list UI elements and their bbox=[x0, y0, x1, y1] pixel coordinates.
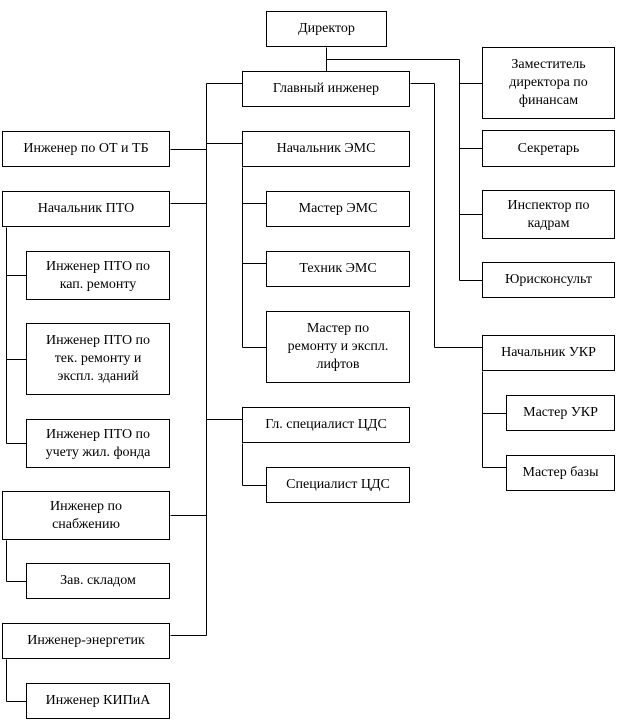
node-supply-engineer: Инженер по снабжению bbox=[2, 491, 170, 540]
node-master-ems: Мастер ЭМС bbox=[266, 191, 410, 227]
node-master-ukr: Мастер УКР bbox=[506, 395, 615, 431]
node-pto-capital: Инженер ПТО по кап. ремонту bbox=[26, 251, 170, 300]
node-power-engineer: Инженер-энергетик bbox=[2, 623, 170, 659]
node-director: Директор bbox=[266, 11, 387, 47]
node-pto-housing: Инженер ПТО по учету жил. фонда bbox=[26, 419, 170, 468]
node-chief-cds: Гл. специалист ЦДС bbox=[242, 407, 410, 443]
node-secretary: Секретарь bbox=[482, 130, 615, 167]
node-specialist-cds: Специалист ЦДС bbox=[266, 467, 410, 503]
node-head-ems: Начальник ЭМС bbox=[242, 131, 410, 167]
node-deputy-finance: Заместитель директора по финансам bbox=[482, 47, 615, 119]
node-chief-engineer: Главный инженер bbox=[242, 71, 410, 107]
node-safety-engineer: Инженер по ОТ и ТБ bbox=[2, 131, 170, 167]
node-master-lifts: Мастер по ремонту и экспл. лифтов bbox=[266, 311, 410, 383]
node-head-pto: Начальник ПТО bbox=[2, 191, 170, 227]
node-head-ukr: Начальник УКР bbox=[482, 335, 615, 371]
node-kipia-engineer: Инженер КИПиА bbox=[26, 683, 170, 719]
node-warehouse-head: Зав. складом bbox=[26, 563, 170, 599]
node-master-base: Мастер базы bbox=[506, 455, 615, 491]
node-legal-adviser: Юрисконсульт bbox=[482, 262, 615, 298]
node-hr-inspector: Инспектор по кадрам bbox=[482, 190, 615, 239]
node-technician-ems: Техник ЭМС bbox=[266, 251, 410, 287]
node-pto-current: Инженер ПТО по тек. ремонту и экспл. зда… bbox=[26, 323, 170, 395]
